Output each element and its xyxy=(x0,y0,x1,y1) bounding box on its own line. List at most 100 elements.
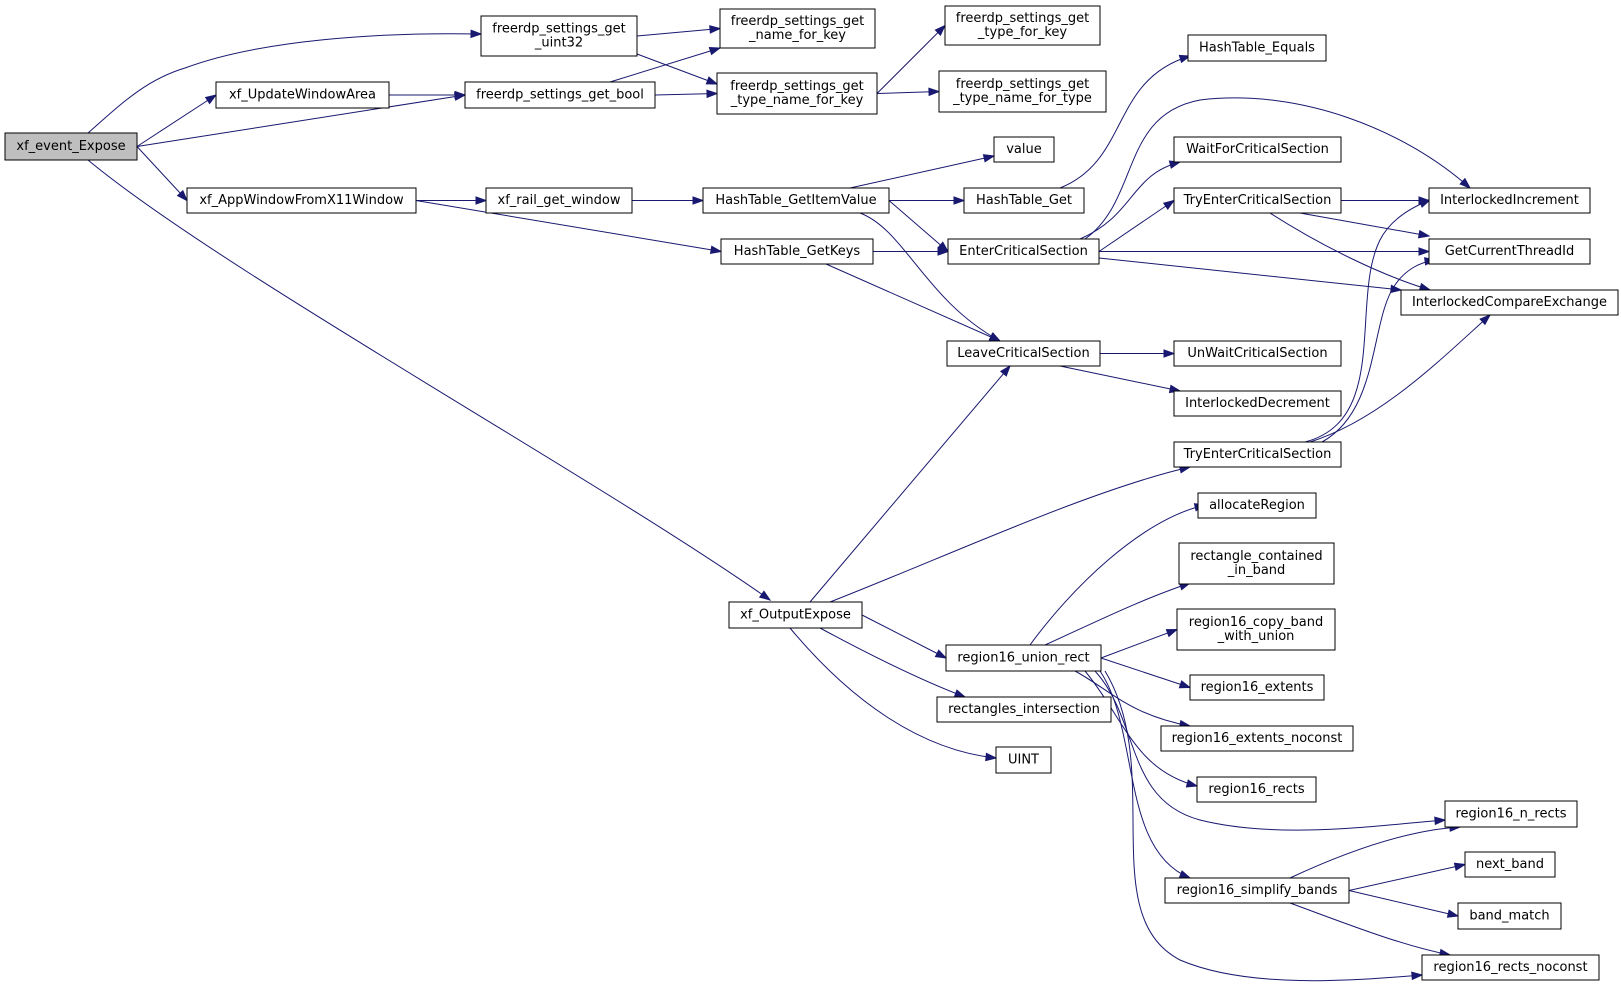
node-label: UnWaitCriticalSection xyxy=(1187,346,1327,361)
arrowhead-icon xyxy=(475,196,488,205)
node-region16_rects[interactable]: region16_rects xyxy=(1196,776,1317,803)
arrowhead-icon xyxy=(934,24,947,36)
node-box xyxy=(215,81,390,109)
node-xf_rail_get_window[interactable]: xf_rail_get_window xyxy=(485,187,633,214)
node-xf_OutputExpose[interactable]: xf_OutputExpose xyxy=(728,601,863,629)
node-region16_simplify_bands[interactable]: region16_simplify_bands xyxy=(1164,877,1350,904)
edge-TryEnterCriticalSection_1-to-InterlockedIncrement xyxy=(1341,196,1431,205)
edge-xf_OutputExpose-to-TryEnterCriticalSection_2 xyxy=(829,465,1192,603)
node-value[interactable]: value xyxy=(993,136,1055,163)
edge-line xyxy=(1079,161,1181,240)
node-TryEnterCriticalSection_1[interactable]: TryEnterCriticalSection xyxy=(1173,187,1342,214)
node-label: next_band xyxy=(1476,857,1544,872)
node-label: band_match xyxy=(1469,909,1549,924)
node-LeaveCriticalSection[interactable]: LeaveCriticalSection xyxy=(946,340,1101,367)
node-box xyxy=(485,187,633,214)
edge-EnterCriticalSection-to-InterlockedCompareExchange xyxy=(1098,257,1403,294)
edge-line xyxy=(1289,826,1461,879)
node-region16_union_rect[interactable]: region16_union_rect xyxy=(945,644,1102,672)
node-label: HashTable_GetItemValue xyxy=(715,193,876,208)
node-HashTable_GetKeys[interactable]: HashTable_GetKeys xyxy=(720,238,874,265)
node-region16_extents_noconst[interactable]: region16_extents_noconst xyxy=(1160,725,1354,752)
edge-line xyxy=(1100,629,1178,659)
node-next_band[interactable]: next_band xyxy=(1464,851,1556,878)
node-HashTable_Equals[interactable]: HashTable_Equals xyxy=(1187,34,1327,62)
node-EnterCriticalSection[interactable]: EnterCriticalSection xyxy=(947,238,1100,265)
node-freerdp_settings_get_bool[interactable]: freerdp_settings_get_bool xyxy=(464,81,656,109)
node-label: freerdp_settings_get xyxy=(492,22,625,37)
arrowhead-icon xyxy=(1162,199,1176,210)
edge-xf_OutputExpose-to-region16_union_rect xyxy=(861,614,948,659)
node-xf_event_Expose[interactable]: xf_event_Expose xyxy=(4,132,138,161)
node-TryEnterCriticalSection_2[interactable]: TryEnterCriticalSection xyxy=(1173,441,1342,468)
node-label: InterlockedCompareExchange xyxy=(1412,295,1607,310)
edge-freerdp_settings_get_bool-to-freerdp_settings_get_name_for_key xyxy=(609,46,722,83)
node-box xyxy=(728,601,863,629)
node-freerdp_settings_get_type_name_for_key[interactable]: freerdp_settings_get_type_name_for_key xyxy=(716,72,878,115)
edge-freerdp_settings_get_uint32-to-freerdp_settings_get_name_for_key xyxy=(636,25,722,37)
node-label: region16_copy_band xyxy=(1189,615,1323,630)
node-xf_AppWindowFromX11Window[interactable]: xf_AppWindowFromX11Window xyxy=(186,187,417,214)
nodes-layer: xf_event_Expose freerdp_settings_get_uint… xyxy=(4,5,1619,981)
node-UnWaitCriticalSection[interactable]: UnWaitCriticalSection xyxy=(1173,340,1342,367)
arrowhead-icon xyxy=(928,87,941,97)
edge-line xyxy=(636,53,718,85)
node-box xyxy=(1464,851,1556,878)
edge-line xyxy=(1029,504,1206,646)
arrowhead-icon xyxy=(1446,909,1460,918)
node-box xyxy=(716,72,878,115)
node-rectangle_contained_in_band[interactable]: rectangle_contained_in_band xyxy=(1178,542,1335,585)
node-InterlockedCompareExchange[interactable]: InterlockedCompareExchange xyxy=(1400,289,1619,316)
node-freerdp_settings_get_type_for_key[interactable]: freerdp_settings_get_type_for_key xyxy=(944,5,1101,46)
node-box xyxy=(1457,902,1562,930)
node-HashTable_Get[interactable]: HashTable_Get xyxy=(963,187,1085,214)
arrowhead-icon xyxy=(1178,680,1192,689)
node-region16_n_rects[interactable]: region16_n_rects xyxy=(1444,800,1578,828)
arrowhead-icon xyxy=(204,94,218,105)
node-region16_rects_noconst[interactable]: region16_rects_noconst xyxy=(1421,954,1600,981)
node-WaitForCriticalSection[interactable]: WaitForCriticalSection xyxy=(1173,136,1342,163)
node-InterlockedIncrement[interactable]: InterlockedIncrement xyxy=(1428,187,1591,214)
node-HashTable_GetItemValue[interactable]: HashTable_GetItemValue xyxy=(702,187,890,214)
edge-line xyxy=(1098,257,1402,291)
node-rectangles_intersection[interactable]: rectangles_intersection xyxy=(936,696,1112,723)
node-region16_extents[interactable]: region16_extents xyxy=(1189,674,1325,701)
node-box xyxy=(4,132,138,161)
edge-HashTable_GetItemValue-to-EnterCriticalSection xyxy=(888,200,950,253)
edge-line xyxy=(1348,864,1466,891)
node-label: WaitForCriticalSection xyxy=(1186,142,1329,157)
node-xf_UpdateWindowArea[interactable]: xf_UpdateWindowArea xyxy=(215,81,390,109)
node-freerdp_settings_get_uint32[interactable]: freerdp_settings_get_uint32 xyxy=(480,15,638,57)
edge-line xyxy=(888,200,949,252)
edge-HashTable_GetKeys-to-EnterCriticalSection xyxy=(873,247,950,256)
edge-line xyxy=(1348,890,1459,917)
edge-freerdp_settings_get_uint32-to-freerdp_settings_get_type_name_for_key xyxy=(636,53,719,85)
node-UINT[interactable]: UINT xyxy=(995,746,1052,774)
edge-line xyxy=(1104,670,1423,982)
node-freerdp_settings_get_name_for_key[interactable]: freerdp_settings_get_name_for_key xyxy=(719,8,876,49)
edge-xf_AppWindowFromX11Window-to-HashTable_GetKeys xyxy=(415,200,723,255)
edge-region16_union_rect-to-region16_rects_noconst xyxy=(1104,670,1424,982)
node-box xyxy=(1187,34,1327,62)
edge-line xyxy=(1304,199,1431,443)
node-label: _type_name_for_type xyxy=(952,91,1092,106)
node-InterlockedDecrement[interactable]: InterlockedDecrement xyxy=(1173,390,1342,417)
edge-line xyxy=(1100,657,1191,688)
node-band_match[interactable]: band_match xyxy=(1457,902,1562,930)
node-box xyxy=(1196,776,1317,803)
node-GetCurrentThreadId[interactable]: GetCurrentThreadId xyxy=(1428,238,1591,265)
arrowhead-icon xyxy=(1411,971,1424,981)
node-region16_copy_band_with_union[interactable]: region16_copy_band_with_union xyxy=(1176,608,1336,651)
edge-line xyxy=(136,94,466,147)
arrowhead-icon xyxy=(708,46,722,56)
node-freerdp_settings_get_type_name_for_type[interactable]: freerdp_settings_get_type_name_for_type xyxy=(938,70,1107,113)
edges-layer xyxy=(87,24,1492,982)
arrowhead-icon xyxy=(706,89,719,99)
node-box xyxy=(1197,492,1317,519)
edge-line xyxy=(809,365,1011,603)
edge-line xyxy=(1289,902,1451,956)
node-allocateRegion[interactable]: allocateRegion xyxy=(1197,492,1317,519)
node-label: InterlockedDecrement xyxy=(1185,396,1330,411)
arrowhead-icon xyxy=(1178,54,1192,64)
